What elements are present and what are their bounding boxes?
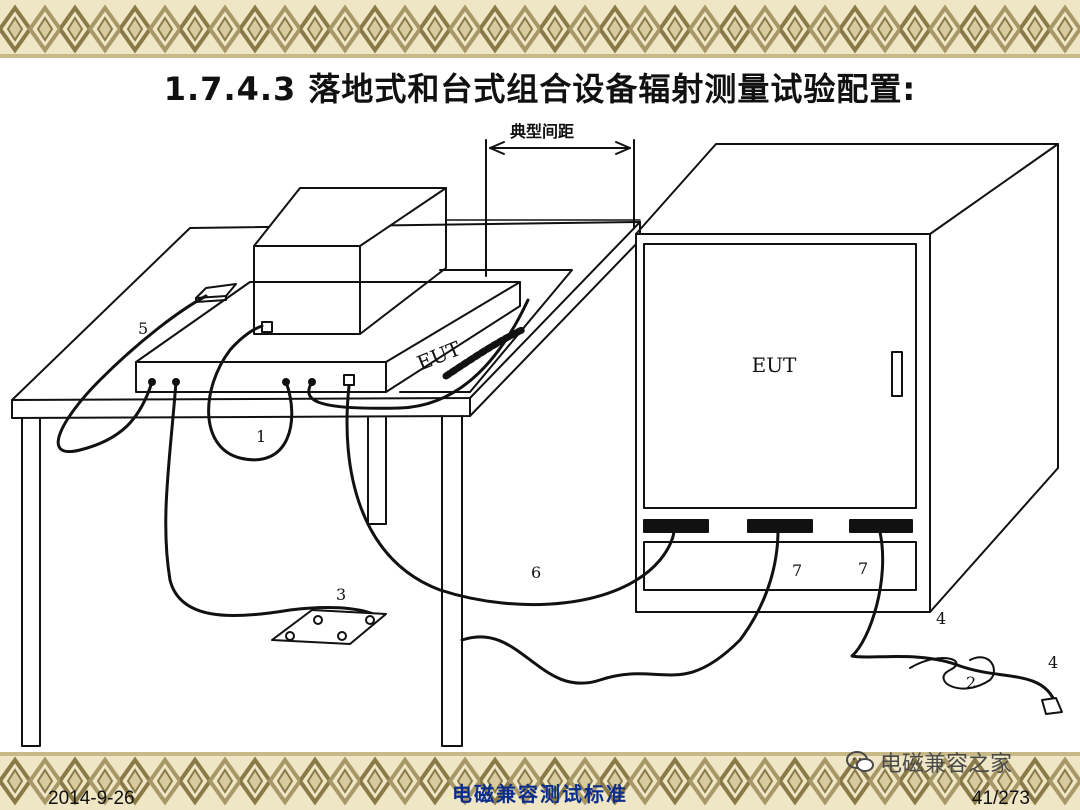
spacing-label: 典型间距 [510,122,574,141]
watermark: 电磁兼容之家 [846,746,1012,778]
callout-5: 5 [138,319,148,338]
watermark-text: 电磁兼容之家 [880,752,1013,777]
title-bar [0,58,1080,110]
footer-title: 电磁兼容测试标准 [452,782,628,806]
callout-7a: 7 [792,561,802,580]
footer-date: 2014-9-26 [48,788,135,809]
bottom-decorative-band [0,752,1080,810]
callout-6: 6 [531,563,541,582]
wechat-icon [846,751,874,772]
eut-lower-box [135,281,521,393]
slide-title: 1.7.4.3 落地式和台式组合设备辐射测量试验配置: [163,70,917,108]
test-setup-figure: 典型间距 EUT EUT 5 1 3 6 7 7 4 4 2 [0,110,1080,752]
eut-right-label: EUT [752,353,797,377]
top-decorative-band [0,0,1080,58]
cables [56,294,1056,702]
callout-7b: 7 [858,559,868,578]
spacing-dimension [445,139,641,277]
eut-cabinet [635,143,1059,613]
callout-3: 3 [336,585,346,604]
ground-terminal-plate [271,609,387,645]
eut-upper-box [253,187,447,335]
callout-1: 1 [256,427,266,446]
callout-4b: 4 [1048,653,1058,672]
callout-2: 2 [966,673,976,692]
page-number: 41/273 [971,788,1030,809]
callout-4a: 4 [936,609,946,628]
